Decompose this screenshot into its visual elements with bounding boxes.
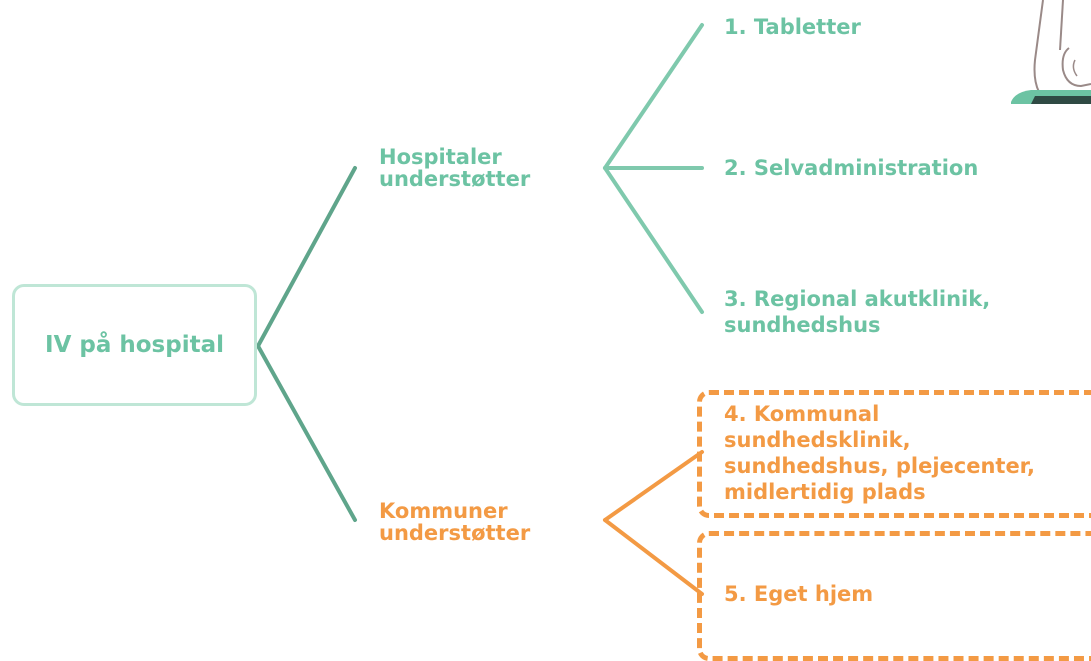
connector-kommuner-to-leaf-5 (603, 518, 704, 596)
leaf-1-line-1: 1. Tabletter (724, 15, 861, 39)
branch-kommuner-line-2: understøtter (379, 521, 531, 545)
leaf-4-line-1: 4. Kommunal (724, 402, 880, 426)
leaf-4-dashed-box (697, 390, 1091, 518)
leaf-4-kommunal-sundhedsklinik: 4. Kommunal sundhedsklinik, sundhedshus,… (724, 401, 1035, 505)
connector-hospital-to-leaf-1 (603, 23, 704, 170)
root-node: IV på hospital (12, 284, 257, 406)
branch-kommuner-line-1: Kommuner (379, 499, 508, 523)
connector-hospital-to-leaf-3 (603, 166, 704, 314)
leaf-4-line-2: sundhedsklinik, (724, 428, 911, 452)
leaf-3-line-2: sundhedshus (724, 313, 881, 337)
root-label: IV på hospital (45, 332, 224, 358)
leaf-2-selvadministration: 2. Selvadministration (724, 155, 978, 181)
leaf-4-line-4: midlertidig plads (724, 480, 926, 504)
branch-hospitaler-label: Hospitaler understøtter (379, 146, 530, 190)
leaf-2-line-1: 2. Selvadministration (724, 156, 979, 180)
branch-hospitaler-line-1: Hospitaler (379, 145, 502, 169)
leaf-5-line-1: 5. Eget hjem (724, 582, 874, 606)
branch-hospitaler-line-2: understøtter (379, 167, 531, 191)
connector-root-to-hospital (256, 166, 357, 348)
leaf-4-line-3: sundhedshus, plejecenter, (724, 454, 1035, 478)
leaf-5-eget-hjem: 5. Eget hjem (724, 581, 873, 607)
connector-root-to-kommuner (256, 344, 357, 522)
leaf-3-regional-akutklinik: 3. Regional akutklinik, sundhedshus (724, 286, 990, 338)
branch-kommuner-label: Kommuner understøtter (379, 500, 530, 544)
drawing-illustration (1011, 0, 1091, 104)
leaf-1-tabletter: 1. Tabletter (724, 14, 861, 40)
leaf-3-line-1: 3. Regional akutklinik, (724, 287, 991, 311)
connector-kommuner-to-leaf-4 (603, 450, 704, 522)
